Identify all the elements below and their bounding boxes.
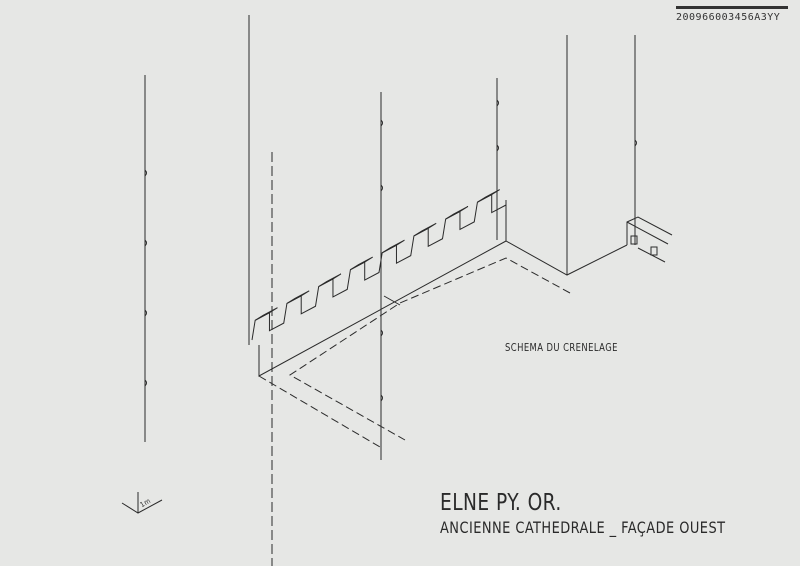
reference-number: 200966003456A3YY xyxy=(676,12,781,23)
opening xyxy=(630,235,638,245)
wall-base xyxy=(258,240,628,377)
crenel-profile xyxy=(251,193,507,341)
corbel xyxy=(626,216,673,245)
plan-dashed xyxy=(258,375,381,448)
struck-reference xyxy=(676,0,788,9)
opening xyxy=(650,246,658,256)
crenellation xyxy=(251,189,507,341)
page-subtitle: ANCIENNE CATHEDRALE _ FAÇADE OUEST xyxy=(440,518,726,537)
drawing-caption: SCHEMA DU CRENELAGE xyxy=(505,341,618,354)
plan-dashed xyxy=(289,257,571,441)
page-title: ELNE PY. OR. xyxy=(440,490,562,516)
